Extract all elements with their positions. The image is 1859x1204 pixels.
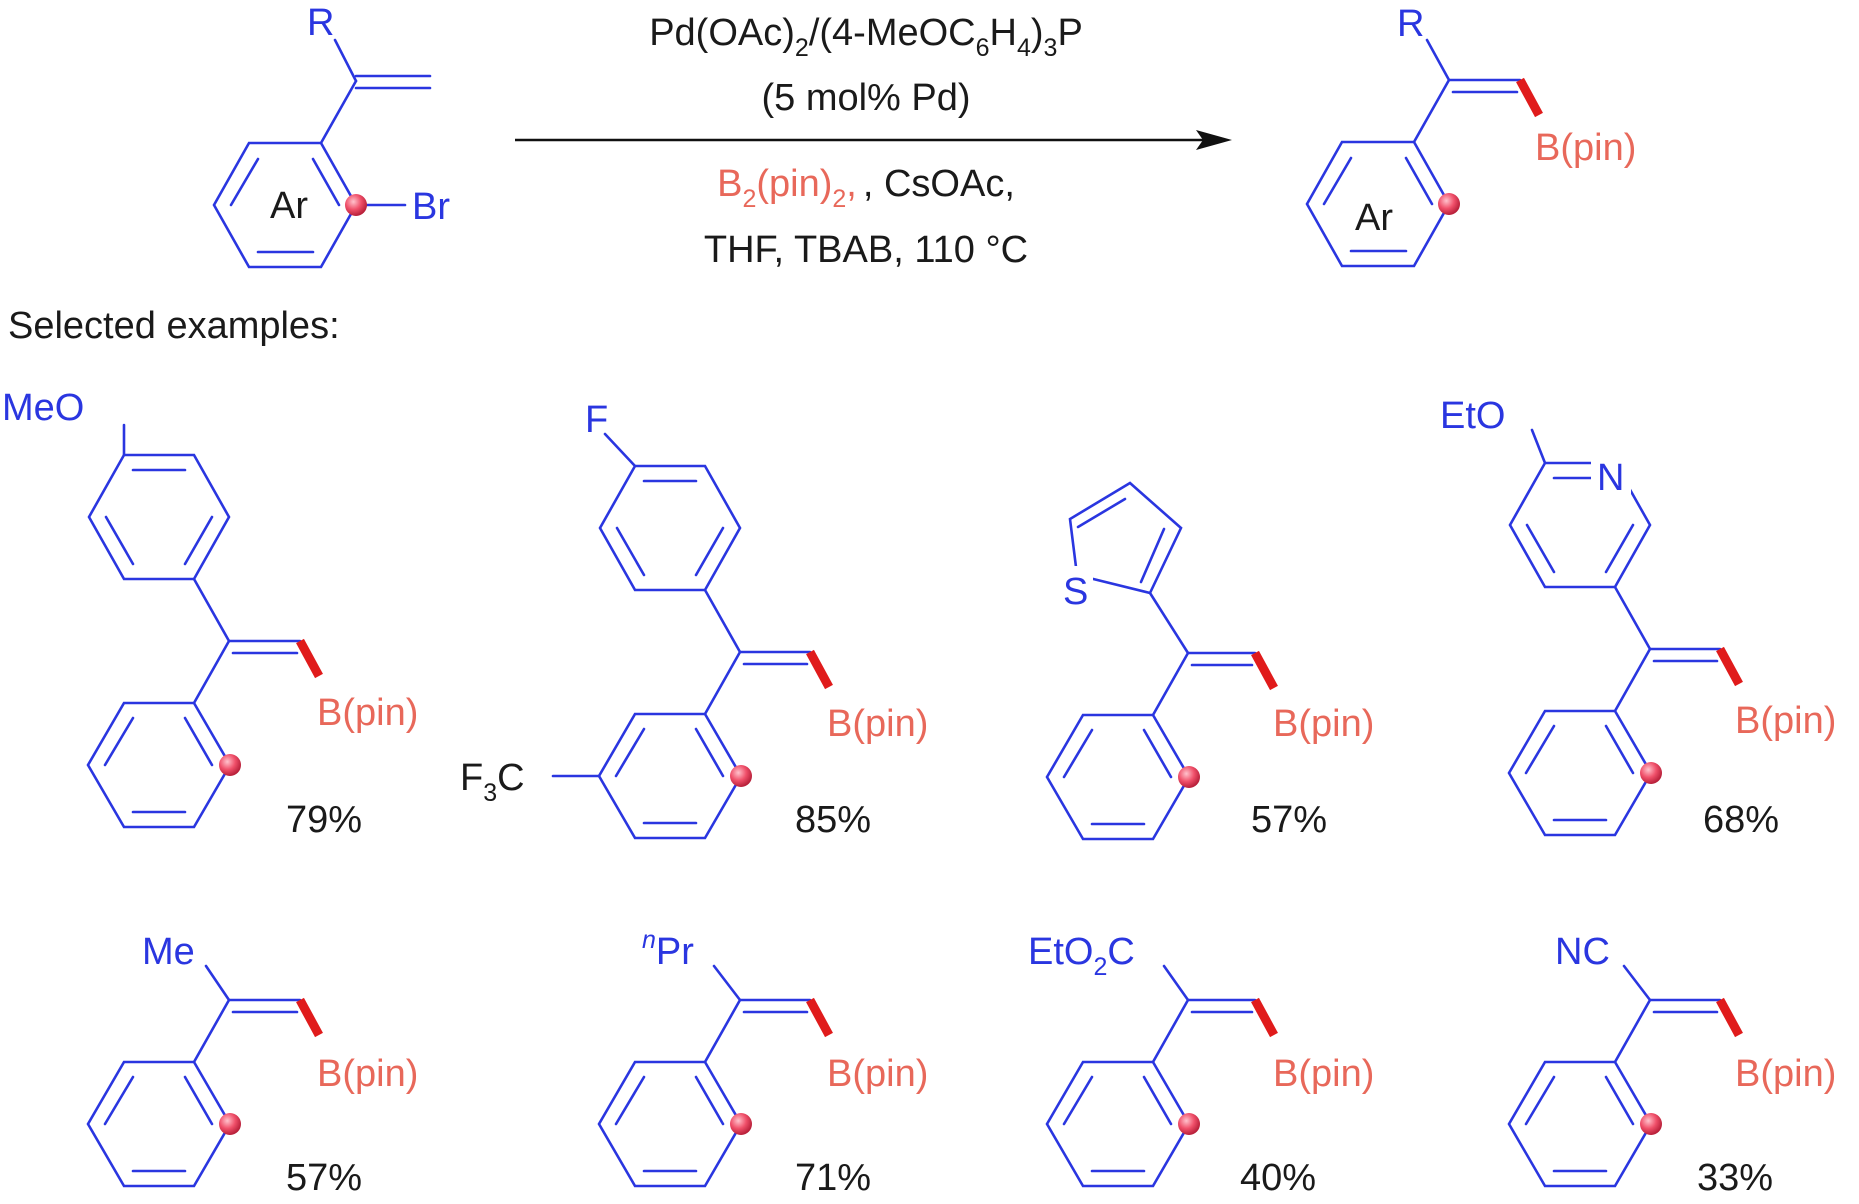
- example-4-highlight-bond: [1716, 646, 1743, 687]
- example-5-substituent: Me: [142, 931, 195, 973]
- example-1-substituent: MeO: [2, 387, 84, 429]
- product-position-dot: [1438, 193, 1460, 215]
- example-6-yield: 71%: [795, 1157, 871, 1199]
- example-8-position-dot: [1640, 1113, 1662, 1135]
- example-2-position-dot: [730, 765, 752, 787]
- example-3-position-dot: [1178, 766, 1200, 788]
- product-structure: R Ar B(pin): [1305, 3, 1636, 268]
- example-5-bonds: [86, 964, 302, 1188]
- example-3-highlight-bond: [1251, 650, 1278, 691]
- example-3-bonds: [1045, 481, 1257, 841]
- example-4-yield: 68%: [1703, 799, 1779, 841]
- product-boryl-label: B(pin): [1535, 127, 1636, 169]
- example-7-yield: 40%: [1240, 1157, 1316, 1199]
- example-6-boryl: B(pin): [827, 1053, 928, 1095]
- example-3-heteroatom: S: [1063, 571, 1088, 613]
- example-2-bonds: [551, 432, 812, 840]
- example-3: S B(pin) 57%: [1045, 481, 1374, 841]
- substrate-bonds: [212, 38, 432, 269]
- product-highlight-bond: [1516, 77, 1543, 118]
- example-5-yield: 57%: [286, 1157, 362, 1199]
- example-1-yield: 79%: [286, 799, 362, 841]
- product-r-label: R: [1397, 3, 1424, 45]
- substrate-structure: R Ar Br: [212, 2, 450, 269]
- example-4-heteroatom-mask: [1591, 452, 1631, 494]
- example-3-boryl: B(pin): [1273, 703, 1374, 745]
- example-6-substituent: nPr: [642, 926, 694, 973]
- example-4-heteroatom: N: [1597, 457, 1624, 499]
- substrate-position-dot: [345, 194, 367, 216]
- example-1-boryl: B(pin): [317, 692, 418, 734]
- example-2-highlight-bond: [806, 649, 833, 690]
- substrate-br-label: Br: [412, 186, 450, 228]
- catalyst-label: Pd(OAc)2/(4-MeOC6H4)3P: [649, 12, 1083, 62]
- example-1-bonds: [86, 423, 302, 829]
- product-ar-label: Ar: [1355, 197, 1393, 239]
- example-1-highlight-bond: [296, 638, 323, 679]
- example-6: nPr B(pin) 71%: [597, 926, 928, 1199]
- example-8-yield: 33%: [1697, 1157, 1773, 1199]
- example-8-highlight-bond: [1716, 997, 1743, 1038]
- substrate-r-label: R: [307, 2, 334, 44]
- solvent-label: THF, TBAB, 110 °C: [704, 229, 1028, 271]
- example-7-highlight-bond: [1251, 997, 1278, 1038]
- example-7-boryl: B(pin): [1273, 1053, 1374, 1095]
- example-2-boryl: B(pin): [827, 703, 928, 745]
- example-3-heteroatom-mask: [1059, 566, 1093, 604]
- example-7: EtO2C B(pin) 40%: [1028, 931, 1374, 1199]
- example-2: F F3C B(pin) 85%: [460, 399, 928, 841]
- reaction-arrow: [515, 130, 1232, 150]
- example-6-bonds: [597, 964, 812, 1188]
- substrate-ar-label: Ar: [270, 185, 308, 227]
- example-8-boryl: B(pin): [1735, 1053, 1836, 1095]
- example-4-boryl: B(pin): [1735, 700, 1836, 742]
- example-1-position-dot: [219, 754, 241, 776]
- example-7-position-dot: [1178, 1113, 1200, 1135]
- example-2-yield: 85%: [795, 799, 871, 841]
- example-4: N EtO B(pin) 68%: [1440, 395, 1836, 841]
- example-5-highlight-bond: [296, 997, 323, 1038]
- example-2-ring-substituent: F3C: [460, 757, 525, 807]
- example-8-bonds: [1507, 964, 1722, 1188]
- example-5: Me B(pin) 57%: [86, 931, 418, 1199]
- example-4-position-dot: [1640, 762, 1662, 784]
- reagent-label: B2(pin)2,, CsOAc,: [717, 163, 1015, 213]
- example-4-substituent: EtO: [1440, 395, 1505, 437]
- example-5-boryl: B(pin): [317, 1053, 418, 1095]
- example-2-substituent: F: [585, 399, 608, 441]
- example-5-position-dot: [219, 1113, 241, 1135]
- example-6-highlight-bond: [806, 997, 833, 1038]
- example-1: MeO B(pin) 79%: [2, 387, 418, 841]
- example-8-substituent: NC: [1555, 931, 1610, 973]
- example-6-position-dot: [730, 1113, 752, 1135]
- example-7-substituent: EtO2C: [1028, 931, 1135, 981]
- example-7-bonds: [1045, 964, 1257, 1188]
- example-8: NC B(pin) 33%: [1507, 931, 1836, 1199]
- section-title: Selected examples:: [8, 305, 340, 347]
- product-bonds: [1305, 38, 1522, 268]
- example-3-yield: 57%: [1251, 799, 1327, 841]
- catalyst-loading-label: (5 mol% Pd): [761, 77, 970, 119]
